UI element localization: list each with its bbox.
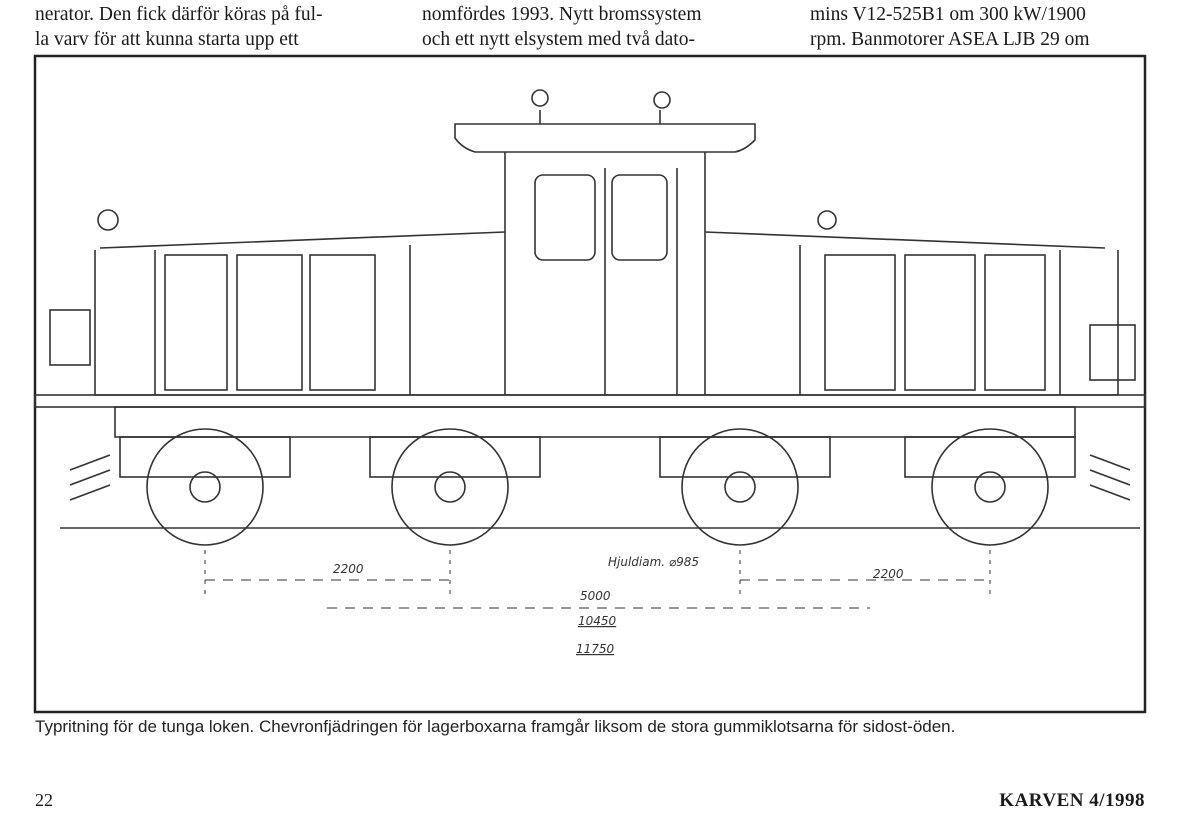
figure-caption: Typritning för de tunga loken. Chevronfj… xyxy=(35,717,956,736)
text-line: och ett nytt elsystem med två dato- xyxy=(422,29,695,50)
article-column-2: nomfördes 1993. Nytt bromssystem och ett… xyxy=(422,2,802,52)
magazine-issue: KARVEN 4/1998 xyxy=(999,790,1145,811)
text-line: nomfördes 1993. Nytt bromssystem xyxy=(422,4,702,25)
article-column-3: mins V12-525B1 om 300 kW/1900 rpm. Banmo… xyxy=(810,2,1190,52)
locomotive-outline xyxy=(34,89,1146,609)
dim-length-frame: 10450 xyxy=(578,614,617,628)
dim-bogie-centers: 5000 xyxy=(580,589,611,603)
dim-bogie-wheelbase-right: 2200 xyxy=(873,567,904,581)
dim-length-buffers: 11750 xyxy=(576,642,615,656)
text-line: la varv för att kunna starta upp ett xyxy=(35,29,299,50)
text-line: mins V12-525B1 om 300 kW/1900 xyxy=(810,4,1086,25)
text-line: rpm. Banmotorer ASEA LJB 29 om xyxy=(810,29,1090,50)
drawing-frame xyxy=(33,54,1147,714)
page-number: 22 xyxy=(35,790,53,810)
dim-bogie-wheelbase-left: 2200 xyxy=(333,562,364,576)
text-line: nerator. Den fick därför köras på ful- xyxy=(35,4,323,25)
dim-wheel-diameter: Hjuldiam. ⌀985 xyxy=(608,555,699,569)
article-column-1: nerator. Den fick därför köras på ful- l… xyxy=(35,2,415,52)
